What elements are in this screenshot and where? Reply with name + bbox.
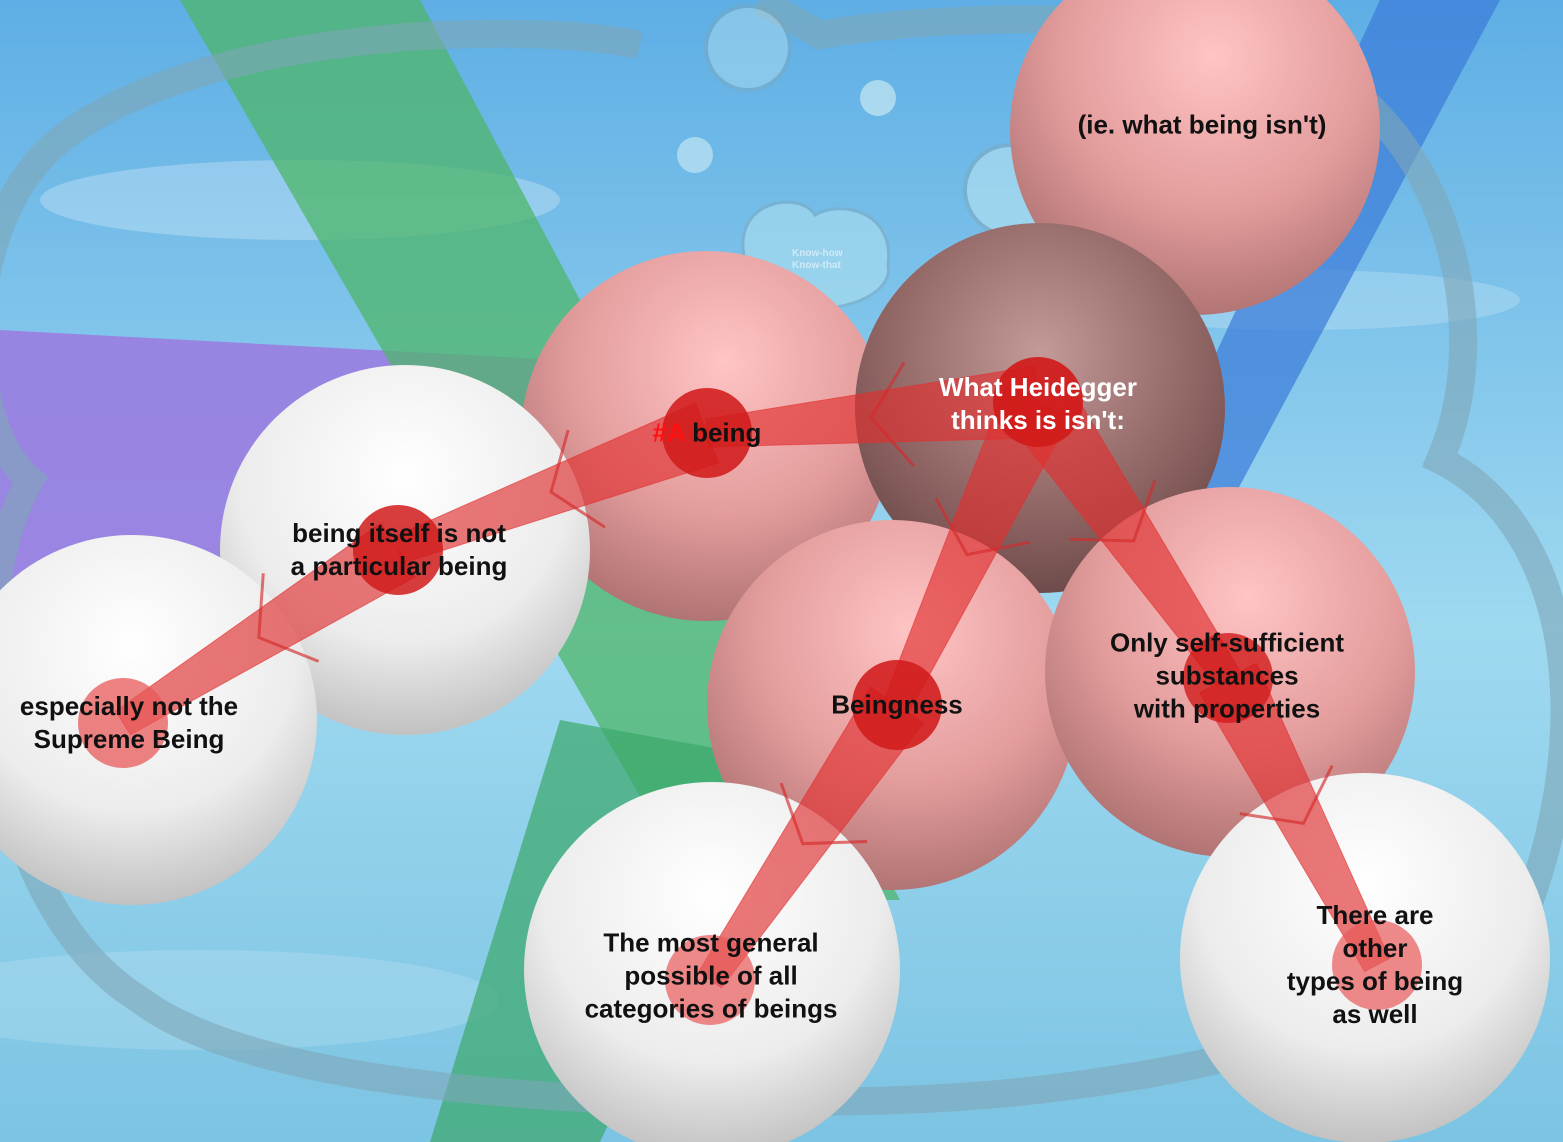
node-dot-being-itself[interactable] <box>353 505 443 595</box>
connector-layer <box>114 365 1391 989</box>
background-frame-label: Know-how Know-that <box>792 248 843 271</box>
connector-substances-other-types-chevron <box>1239 765 1334 826</box>
connector-chevrons <box>257 361 1334 846</box>
connector-beingness-general-chevron <box>779 782 868 846</box>
connector-center-a-being-chevron <box>869 361 915 467</box>
node-dot-supreme[interactable] <box>78 678 168 768</box>
node-dot-a-being[interactable] <box>662 388 752 478</box>
node-dot-other-types[interactable] <box>1332 920 1422 1010</box>
node-dot-substances[interactable] <box>1183 633 1273 723</box>
node-dot-general[interactable] <box>665 935 755 1025</box>
connector-being-itself-supreme-chevron <box>257 573 320 663</box>
connector-a-being-being-itself-chevron <box>549 429 606 529</box>
node-dot-center[interactable] <box>993 357 1083 447</box>
connector-center-substances-chevron <box>1069 479 1157 543</box>
connector-center-beingness-chevron <box>934 497 1031 557</box>
node-dot-beingness[interactable] <box>852 660 942 750</box>
